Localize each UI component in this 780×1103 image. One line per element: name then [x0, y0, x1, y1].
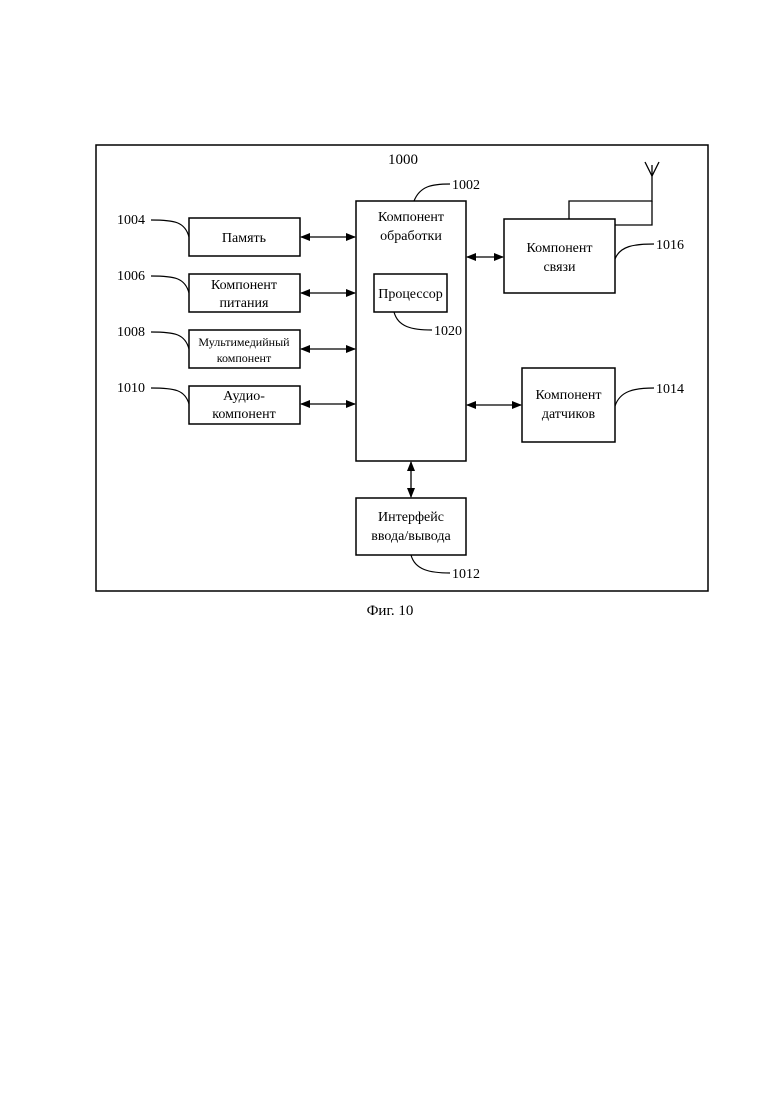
leader-1010 — [151, 388, 189, 404]
sensor-block: Компонент датчиков — [522, 368, 615, 442]
ref-1016: 1016 — [656, 238, 684, 253]
leader-1016 — [615, 244, 654, 259]
io-label-line2: ввода/вывода — [371, 529, 451, 544]
leader-1008 — [151, 332, 189, 349]
leader-1002 — [414, 184, 450, 201]
ref-1020: 1020 — [434, 324, 462, 339]
ref-1010: 1010 — [117, 381, 145, 396]
ref-1012: 1012 — [452, 567, 480, 582]
ref-1004: 1004 — [117, 213, 145, 228]
multimedia-label-line2: компонент — [217, 351, 272, 365]
processing-label-line2: обработки — [380, 229, 442, 244]
sensor-label-line2: датчиков — [542, 407, 596, 422]
leader-1004 — [151, 220, 189, 237]
antenna-icon — [569, 162, 659, 225]
ref-1008: 1008 — [117, 325, 145, 340]
audio-label-line2: компонент — [212, 407, 276, 422]
processor-label: Процессор — [378, 287, 443, 302]
figure-id: 1000 — [388, 152, 418, 168]
communication-label-line2: связи — [543, 260, 576, 275]
power-label-line1: Компонент — [211, 278, 277, 293]
audio-label-line1: Аудио- — [223, 389, 265, 404]
ref-1006: 1006 — [117, 269, 145, 284]
multimedia-label-line1: Мультимедийный — [198, 335, 290, 349]
ref-1014: 1014 — [656, 382, 684, 397]
leader-1014 — [615, 388, 654, 406]
multimedia-block: Мультимедийный компонент — [189, 330, 300, 368]
memory-label: Память — [222, 231, 266, 246]
power-label-line2: питания — [220, 296, 269, 311]
memory-block: Память — [189, 218, 300, 256]
power-block: Компонент питания — [189, 274, 300, 312]
ref-1002: 1002 — [452, 178, 480, 193]
processor-block: Процессор — [374, 274, 447, 312]
sensor-label-line1: Компонент — [535, 388, 601, 403]
io-label-line1: Интерфейс — [378, 510, 444, 525]
communication-block: Компонент связи — [504, 219, 615, 293]
figure-caption: Фиг. 10 — [0, 603, 780, 620]
leader-1012 — [411, 555, 450, 573]
communication-label-line1: Компонент — [526, 241, 592, 256]
io-interface-block: Интерфейс ввода/вывода — [356, 498, 466, 555]
processing-label-line1: Компонент — [378, 210, 444, 225]
audio-block: Аудио- компонент — [189, 386, 300, 424]
leader-1006 — [151, 276, 189, 293]
